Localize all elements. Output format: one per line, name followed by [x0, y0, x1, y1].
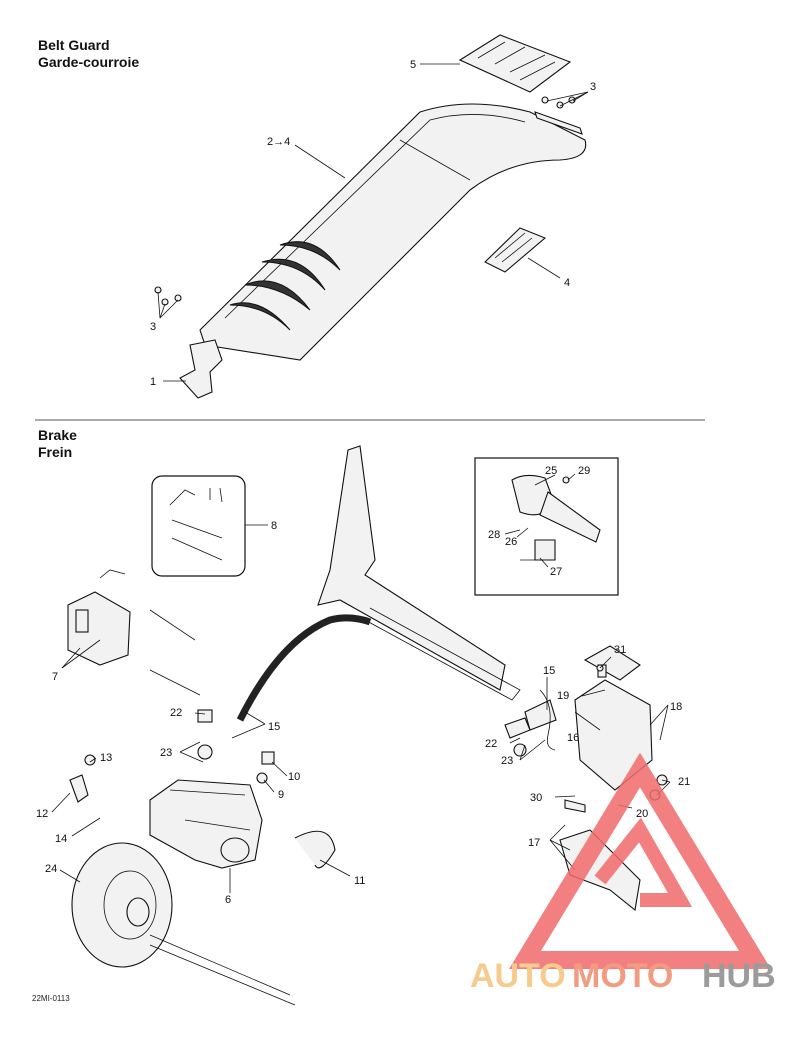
callout-31: 31: [614, 644, 626, 656]
caliper-mount-bracket: [67, 569, 201, 696]
hinge-bracket: [179, 339, 223, 399]
callout-8: 8: [271, 520, 277, 532]
callout-30: 30: [530, 792, 542, 804]
callout-13: 13: [100, 752, 112, 764]
callout-4: 4: [564, 277, 570, 289]
watermark-triangle: [509, 752, 771, 969]
callout-1: 1: [150, 376, 156, 388]
callout-10: 10: [288, 771, 300, 783]
callout-23b: 23: [501, 755, 513, 767]
brake-title-fr: Frein: [38, 444, 73, 460]
callout-6: 6: [225, 894, 231, 906]
brake-assembly: 6 7 8 9 10 11 12 13 14 15 15 16 17 18 19…: [36, 445, 690, 1006]
brake-caliper: [149, 779, 263, 869]
callout-20: 20: [636, 808, 648, 820]
label-decal-4: [484, 227, 547, 273]
callout-15a: 15: [268, 721, 280, 733]
callout-23a: 23: [160, 747, 172, 759]
belt-guard-title-en: Belt Guard: [38, 37, 110, 53]
callout-26: 26: [505, 536, 517, 548]
belt-guard-heading: Belt Guard Garde-courroie: [38, 37, 139, 71]
brake-title-en: Brake: [38, 427, 77, 443]
handgrip-heater: [511, 474, 601, 561]
label-decal-5: [458, 34, 572, 93]
watermark-text-auto: AUTO: [470, 957, 566, 995]
callout-19: 19: [557, 690, 569, 702]
callout-5: 5: [410, 59, 416, 71]
callout-21: 21: [678, 776, 690, 788]
callout-17: 17: [528, 837, 540, 849]
callout-7: 7: [52, 671, 58, 683]
callout-22b: 22: [485, 738, 497, 750]
callout-29: 29: [578, 465, 590, 477]
brake-heading: Brake Frein: [38, 427, 77, 461]
belt-guard-assembly: 1 2→4 3 3 4 5: [150, 34, 596, 399]
callout-18: 18: [670, 701, 682, 713]
belt-guard-title-fr: Garde-courroie: [38, 54, 140, 70]
callout-11: 11: [354, 875, 365, 887]
callout-28: 28: [488, 529, 500, 541]
inset-handgrip-box: [474, 457, 619, 596]
callout-3a: 3: [150, 321, 156, 333]
belt-guard-leaders: [157, 63, 589, 382]
figure-code: 22MI-0113: [32, 994, 70, 1003]
callout-25: 25: [545, 465, 557, 477]
master-cylinder: [574, 645, 653, 791]
callout-22a: 22: [170, 707, 182, 719]
watermark-text-hub: HUB: [702, 957, 776, 995]
callout-3b: 3: [590, 81, 596, 93]
brake-leaders: [51, 473, 671, 893]
callout-14: 14: [55, 833, 67, 845]
callout-9: 9: [278, 789, 284, 801]
callout-15b: 15: [543, 665, 555, 677]
brake-disc: [71, 842, 296, 1006]
nut-fasteners-3: [154, 96, 583, 306]
callout-24: 24: [45, 863, 57, 875]
automotohub-watermark: AUTO MOTO HUB: [470, 752, 776, 995]
brake-hose: [236, 614, 372, 722]
belt-guard-vents: [229, 241, 341, 331]
small-fasteners: [69, 664, 668, 869]
tool-kit-box: [151, 475, 246, 577]
watermark-text-moto: MOTO: [572, 957, 673, 995]
callout-2to4: 2→4: [267, 136, 290, 148]
callout-27: 27: [550, 566, 562, 578]
callout-16: 16: [567, 732, 579, 744]
callout-12: 12: [36, 808, 48, 820]
handlebar: [317, 445, 506, 691]
